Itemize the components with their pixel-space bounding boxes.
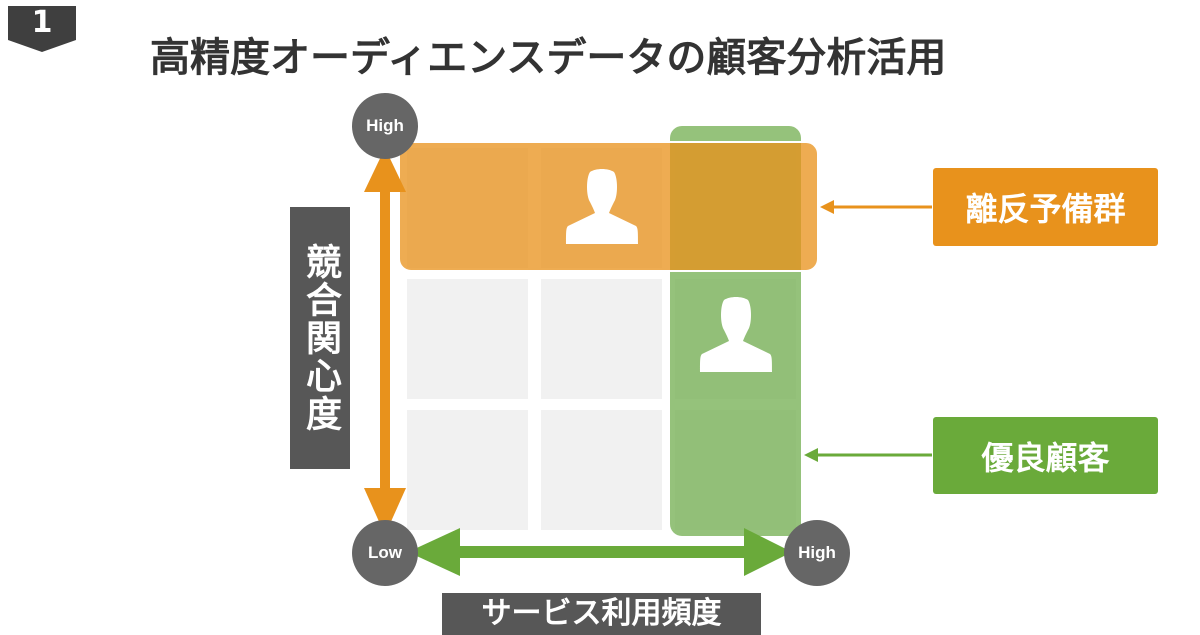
slide-number: 1: [31, 5, 53, 40]
loyal-segment-callout: 優良顧客: [933, 417, 1158, 494]
churn-segment-callout: 離反予備群: [933, 168, 1158, 246]
x-axis-high-node: High: [784, 520, 850, 586]
y-axis-arrow: [364, 148, 406, 535]
y-axis-label: 競合関心度: [290, 207, 350, 469]
person-icon: [700, 297, 772, 372]
y-axis-high-node: High: [352, 93, 418, 159]
x-axis-arrow: [408, 528, 792, 576]
churn-connector-arrow: [820, 200, 932, 214]
matrix-cell: [407, 279, 528, 399]
matrix-cell: [541, 410, 662, 530]
x-axis-low-node: Low: [352, 520, 418, 586]
matrix-cell: [407, 410, 528, 530]
y-axis-label-text: 競合関心度: [300, 243, 341, 433]
x-axis-label: サービス利用頻度: [442, 593, 761, 635]
page-title: 高精度オーディエンスデータの顧客分析活用: [150, 35, 947, 81]
matrix-cell: [541, 279, 662, 399]
person-icon: [566, 169, 638, 244]
slide-number-badge: [8, 6, 76, 52]
loyal-connector-arrow: [804, 448, 932, 462]
